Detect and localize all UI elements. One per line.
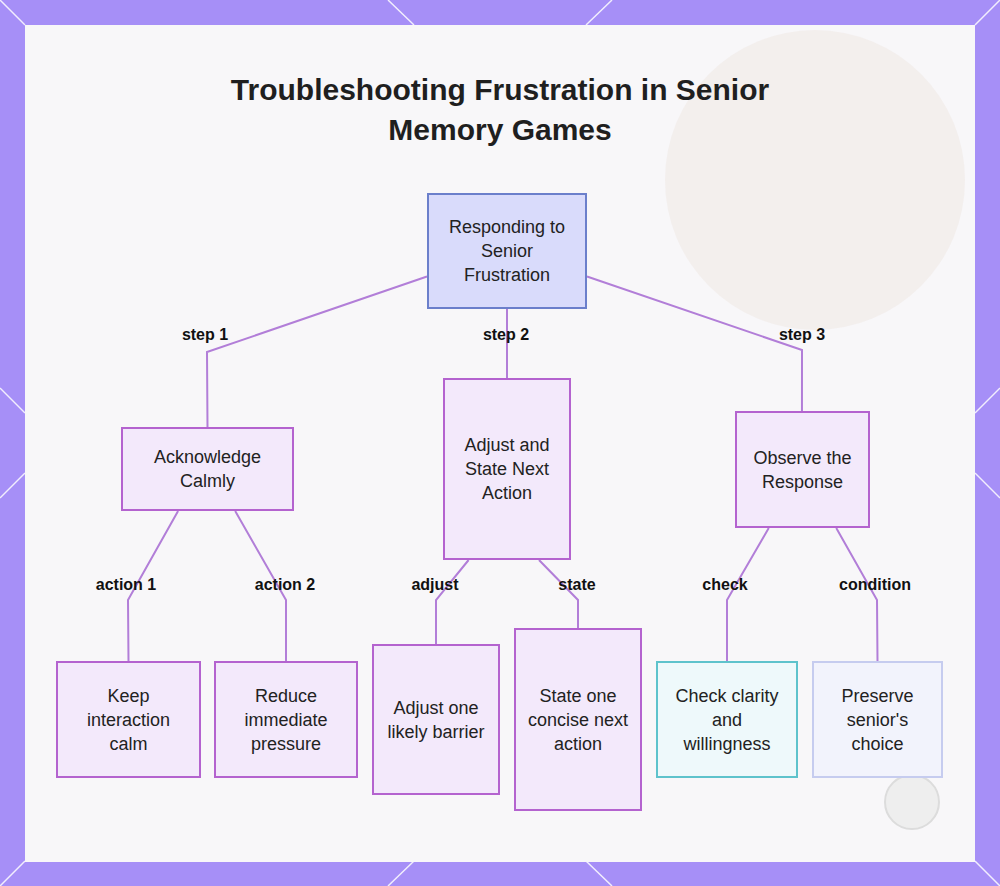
node-text: Adjust one likely barrier — [382, 696, 490, 744]
node-text: Observe the Response — [745, 446, 860, 494]
step-box: Acknowledge Calmly — [121, 427, 294, 511]
edge-label: state — [558, 576, 595, 594]
node-text: State one concise next action — [524, 684, 632, 756]
condition-box: Preserve senior's choice — [812, 661, 943, 778]
connector — [539, 560, 578, 628]
node-text: Check clarity and willingness — [666, 684, 788, 756]
edge-label: condition — [839, 576, 911, 594]
panel — [25, 25, 975, 862]
connector — [207, 277, 427, 427]
edge-label: check — [702, 576, 747, 594]
diagram-title: Troubleshooting Frustration in Senior Me… — [230, 70, 770, 150]
edge-label: action 2 — [255, 576, 315, 594]
action-box: Reduce immediate pressure — [214, 661, 358, 778]
node-text: Adjust and State Next Action — [453, 433, 561, 505]
step-box: Adjust and State Next Action — [443, 378, 571, 560]
edge-label: action 1 — [96, 576, 156, 594]
edge-label: adjust — [411, 576, 458, 594]
logo — [885, 775, 939, 829]
step-box: Observe the Response — [735, 411, 870, 528]
edge-label: step 1 — [182, 326, 228, 344]
edge-label: step 2 — [483, 326, 529, 344]
connector — [436, 560, 469, 644]
check-box: Check clarity and willingness — [656, 661, 798, 778]
node-text: Preserve senior's choice — [822, 684, 933, 756]
action-box: State one concise next action — [514, 628, 642, 811]
node-text: Reduce immediate pressure — [224, 684, 348, 756]
node-text: Acknowledge Calmly — [131, 445, 284, 493]
connector — [836, 528, 877, 661]
root-box: Responding to Senior Frustration — [427, 193, 587, 309]
connector — [727, 528, 769, 661]
connector — [587, 277, 802, 411]
node-text: Keep interaction calm — [66, 684, 191, 756]
edge-label: step 3 — [779, 326, 825, 344]
connector — [506, 309, 508, 378]
node-text: Responding to Senior Frustration — [437, 215, 577, 287]
action-box: Keep interaction calm — [56, 661, 201, 778]
action-box: Adjust one likely barrier — [372, 644, 500, 795]
